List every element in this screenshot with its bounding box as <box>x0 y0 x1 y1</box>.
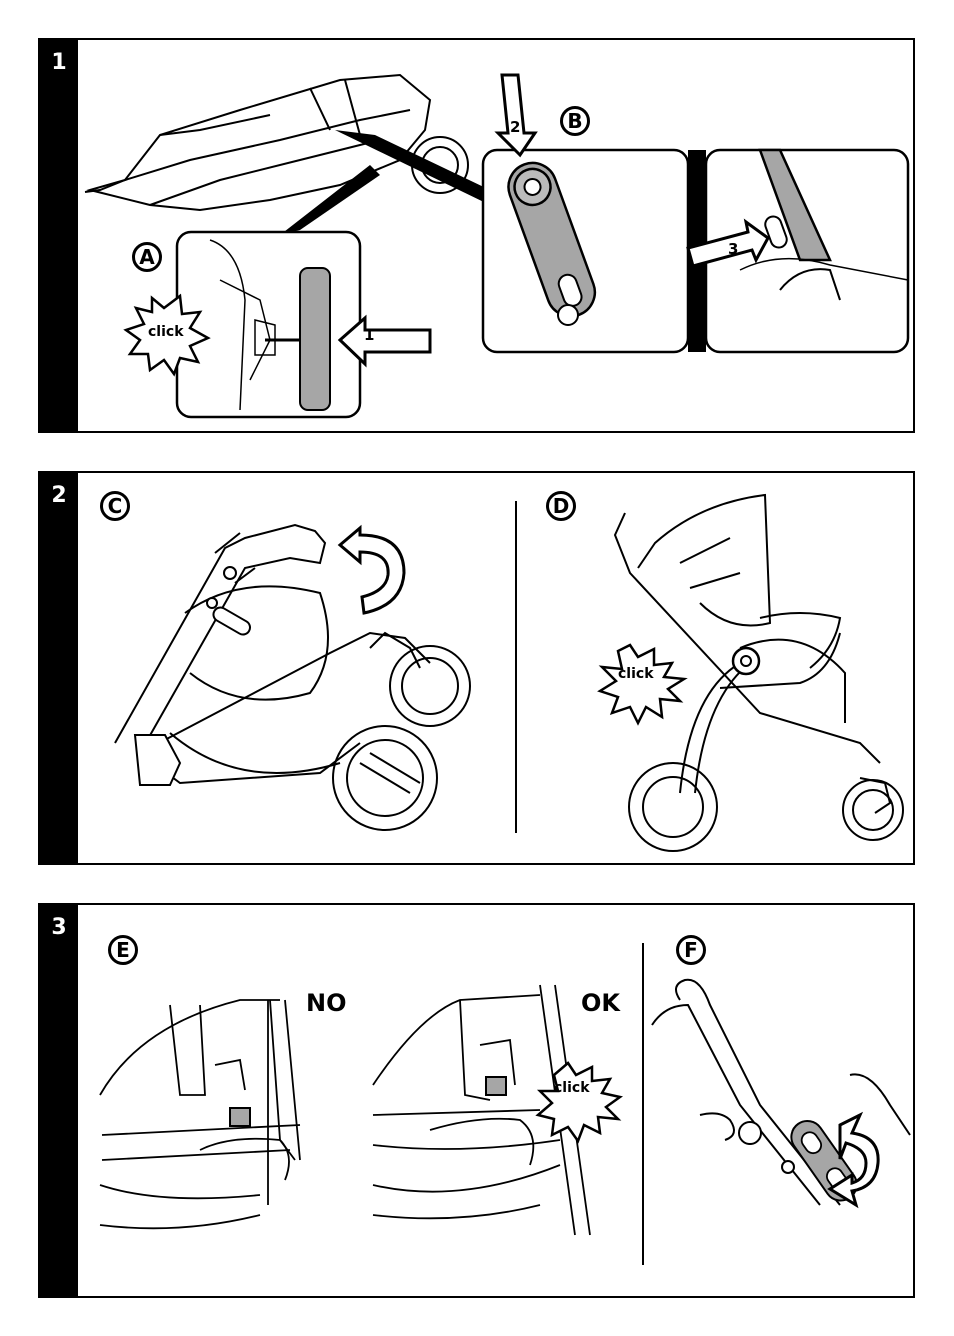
status-ok: OK <box>581 989 620 1017</box>
lock-check-illustration <box>40 905 915 1298</box>
step-3-panel: 3 <box>38 903 915 1298</box>
callout-a: A <box>132 242 162 272</box>
callout-c: C <box>100 491 130 521</box>
detail-b-box <box>483 75 908 352</box>
arrow-label-2: 2 <box>510 118 520 136</box>
callout-b: B <box>560 106 590 136</box>
callout-e: E <box>108 935 138 965</box>
status-no: NO <box>306 989 347 1017</box>
callout-d: D <box>546 491 576 521</box>
folded-stroller-illustration <box>40 40 915 433</box>
step-2-panel: 2 <box>38 471 915 865</box>
step-1-panel: 1 <box>38 38 915 433</box>
click-sound-label: click <box>618 666 654 682</box>
click-sound-label: click <box>554 1080 590 1096</box>
unfolding-stroller-illustration <box>40 473 915 865</box>
callout-f: F <box>676 935 706 965</box>
arrow-label-1: 1 <box>364 326 374 344</box>
arrow-label-3: 3 <box>728 240 738 258</box>
click-sound-label: click <box>148 324 184 340</box>
